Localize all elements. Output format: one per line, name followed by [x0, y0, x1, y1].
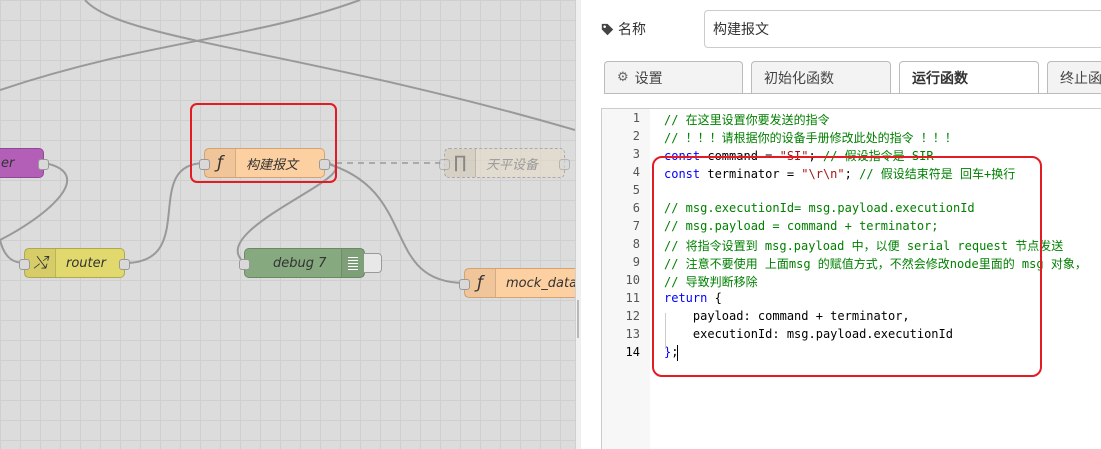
line-number: 9 — [632, 255, 640, 269]
serial-port-icon: ∏ — [445, 149, 476, 177]
code-text: ; — [844, 167, 860, 181]
debug-toggle-button[interactable] — [364, 253, 382, 273]
line-number: 10 — [625, 273, 640, 287]
node-debug-label: debug 7 — [273, 255, 327, 271]
wire-cross-b — [84, 0, 575, 131]
code-line: // 注意不要使用 上面msg 的赋值方式，不然会修改node里面的 msg 对… — [664, 257, 1087, 271]
wire-router-build — [124, 162, 206, 264]
node-debug[interactable]: debug 7 — [239, 248, 365, 278]
code-keyword: } — [664, 345, 672, 359]
tag-icon — [601, 23, 614, 35]
wire-build-mock — [324, 162, 466, 284]
resize-grip — [577, 300, 579, 338]
wire-cross-a — [0, 0, 361, 91]
indent-guide — [665, 313, 666, 349]
line-number: 13 — [625, 327, 640, 341]
code-line: // ！！！请根据你的设备手册修改此处的指令 ！！！ — [664, 131, 957, 145]
node-edit-panel: 名称 ⚙ 设置 初始化函数 运行函数 终止函 1 2 3 4 5 6 7 8 9 — [581, 0, 1101, 449]
tab-close-function-label: 终止函 — [1060, 70, 1101, 87]
selection-highlight — [190, 103, 337, 183]
node-build-message[interactable]: ƒ 构建报文 — [199, 148, 330, 178]
function-icon: ƒ — [465, 269, 496, 297]
line-number-gutter: 1 2 3 4 5 6 7 8 9 10 11 12 13 14 — [602, 109, 650, 449]
line-number: 6 — [632, 201, 640, 215]
input-port[interactable] — [439, 159, 450, 170]
tab-close-function[interactable]: 终止函 — [1047, 61, 1101, 93]
input-port[interactable] — [459, 279, 470, 290]
line-number: 2 — [632, 129, 640, 143]
code-keyword: const — [664, 167, 701, 181]
code-line: // 导致判断移除 — [664, 275, 758, 289]
code-highlight-annotation — [652, 156, 1042, 377]
panel-resize-handle[interactable] — [575, 0, 581, 449]
debug-list-icon — [341, 249, 364, 277]
code-string: "\r\n" — [801, 167, 845, 181]
tab-settings[interactable]: ⚙ 设置 — [604, 61, 743, 93]
code-line: // 将指令设置到 msg.payload 中，以便 serial reques… — [664, 239, 1064, 253]
line-number: 8 — [632, 237, 640, 251]
output-port[interactable] — [559, 159, 570, 170]
output-port[interactable] — [319, 159, 330, 170]
tab-run-function[interactable]: 运行函数 — [899, 61, 1039, 94]
output-port[interactable] — [38, 159, 49, 170]
line-number: 12 — [625, 309, 640, 323]
tab-run-function-label: 运行函数 — [912, 71, 968, 87]
node-mock-data[interactable]: ƒ mock_data — [459, 268, 575, 298]
input-port[interactable] — [199, 159, 210, 170]
wire-partial-router-a — [0, 162, 69, 241]
node-balance-device-label: 天平设备 — [486, 157, 539, 173]
line-number: 4 — [632, 165, 640, 179]
line-number: 11 — [625, 291, 640, 305]
function-icon: ƒ — [205, 149, 236, 177]
gear-icon: ⚙ — [617, 70, 629, 85]
line-number: 7 — [632, 219, 640, 233]
flow-wires — [0, 0, 575, 284]
input-port[interactable] — [239, 259, 250, 270]
name-label: 名称 — [601, 19, 703, 39]
line-number: 3 — [632, 147, 640, 161]
name-input[interactable] — [704, 10, 1101, 48]
code-line: payload: command + terminator, — [664, 309, 910, 323]
code-line: // msg.executionId= msg.payload.executio… — [664, 201, 975, 215]
code-comment: // 假设结束符是 回车+换行 — [859, 167, 1016, 181]
code-text: { — [707, 291, 722, 305]
node-build-message-label: 构建报文 — [246, 157, 299, 173]
input-port[interactable] — [19, 259, 30, 270]
line-number: 1 — [632, 111, 640, 125]
code-line: // msg.payload = command + terminator; — [664, 219, 939, 233]
code-line: }; — [664, 345, 678, 359]
code-line: executionId: msg.payload.executionId — [664, 327, 953, 341]
line-number-current: 14 — [625, 345, 640, 359]
tab-settings-label: 设置 — [634, 70, 663, 87]
code-text: ; — [671, 345, 679, 359]
output-port[interactable] — [119, 259, 130, 270]
code-line: return { — [664, 291, 722, 305]
node-mock-data-label: mock_data — [506, 275, 575, 291]
name-label-text: 名称 — [618, 22, 646, 38]
tab-divider — [604, 93, 1101, 94]
code-text: terminator = — [700, 167, 802, 181]
text-cursor — [677, 345, 678, 361]
code-line: const terminator = "\r\n"; // 假设结束符是 回车+… — [664, 165, 1015, 182]
flow-workspace[interactable]: er ƒ 构建报文 ∏ 天平设备 ⤭ router debug 7 — [0, 0, 575, 449]
node-partial-label: er — [1, 155, 15, 171]
router-switch-icon: ⤭ — [25, 249, 56, 277]
node-partial[interactable]: er — [0, 148, 49, 178]
node-router[interactable]: ⤭ router — [19, 248, 130, 278]
name-row: 名称 — [601, 11, 703, 47]
tab-init-function-label: 初始化函数 — [764, 70, 834, 87]
node-balance-device[interactable]: ∏ 天平设备 — [439, 148, 570, 178]
line-number: 5 — [632, 183, 640, 197]
node-router-label: router — [66, 255, 106, 271]
code-line: // 在这里设置你要发送的指令 — [664, 113, 830, 127]
tab-init-function[interactable]: 初始化函数 — [751, 61, 891, 93]
code-keyword: return — [664, 291, 708, 305]
